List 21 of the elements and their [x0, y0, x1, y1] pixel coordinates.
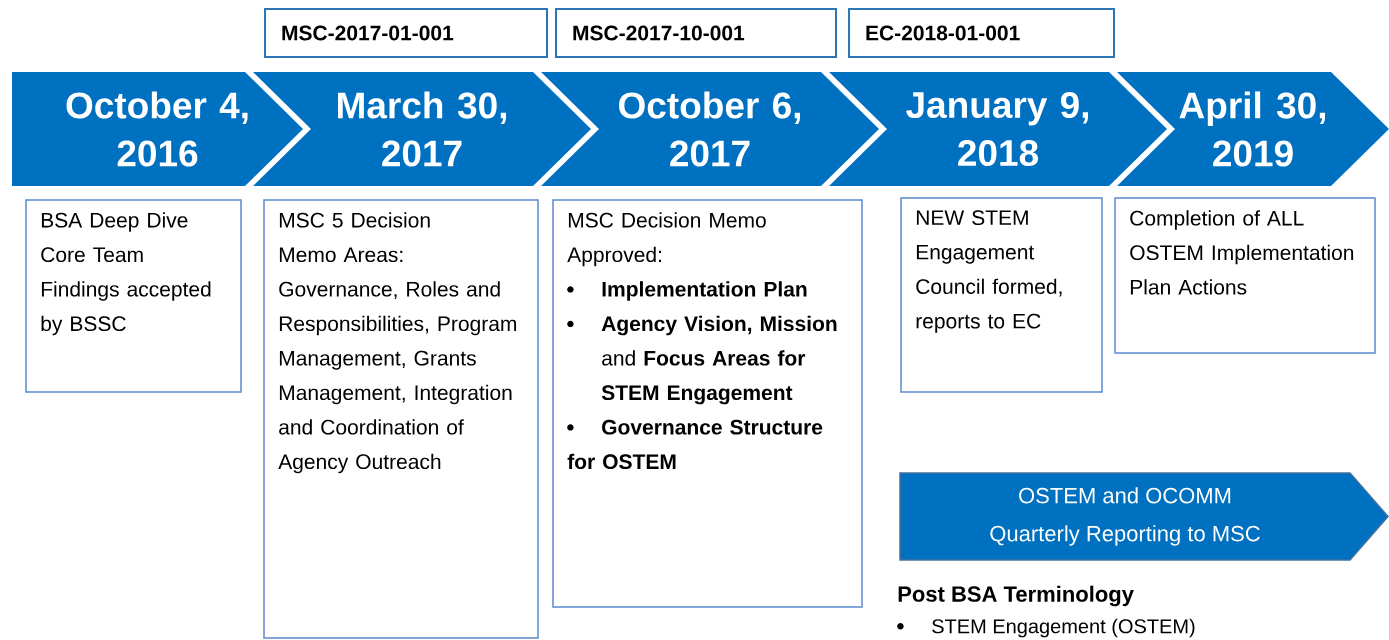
description-box: MSC 5 Decision Memo Areas: Governance, Roles and Responsibilities, Program Management, Grants Management, Integration and Coordination of Agency Outreach	[263, 199, 539, 639]
section-heading: Post BSA Terminology	[898, 585, 1134, 607]
code-box: MSC-2017-10-001	[555, 8, 837, 58]
description-box: NEW STEM Engagement Council formed, reports to EC	[900, 197, 1103, 393]
bullet-item: STEM Engagement (OSTEM)	[897, 618, 1195, 638]
date-banner: October 6, 2017	[541, 72, 879, 186]
date-banner: January 9, 2018	[829, 72, 1167, 186]
node-label: January 9, 2018	[906, 91, 1088, 167]
date-banner: October 4, 2016	[12, 72, 303, 186]
reporting-banner: OSTEM and OCOMM Quarterly Reporting to MSC	[899, 472, 1389, 561]
description-box: BSA Deep Dive Core Team Findings accepted by BSSC	[25, 199, 242, 393]
date-banner: April 30, 2019	[1117, 72, 1389, 186]
node-label: October 6, 2017	[619, 91, 801, 167]
node-label: April 30, 2019	[1179, 91, 1326, 167]
description-box: MSC Decision Memo Approved: Implementation Plan Agency Vision, Mission and Focus Areas for STEM Engagement Governance Structure for OSTEM	[552, 199, 863, 608]
date-banner: March 30, 2017	[253, 72, 591, 186]
node-label: March 30, 2017	[337, 91, 506, 167]
code-box: MSC-2017-01-001	[264, 8, 548, 58]
description-box: Completion of ALL OSTEM Implementation Plan Actions	[1114, 197, 1376, 354]
node-label: October 4, 2016	[66, 91, 248, 167]
code-box: EC-2018-01-001	[848, 8, 1115, 58]
